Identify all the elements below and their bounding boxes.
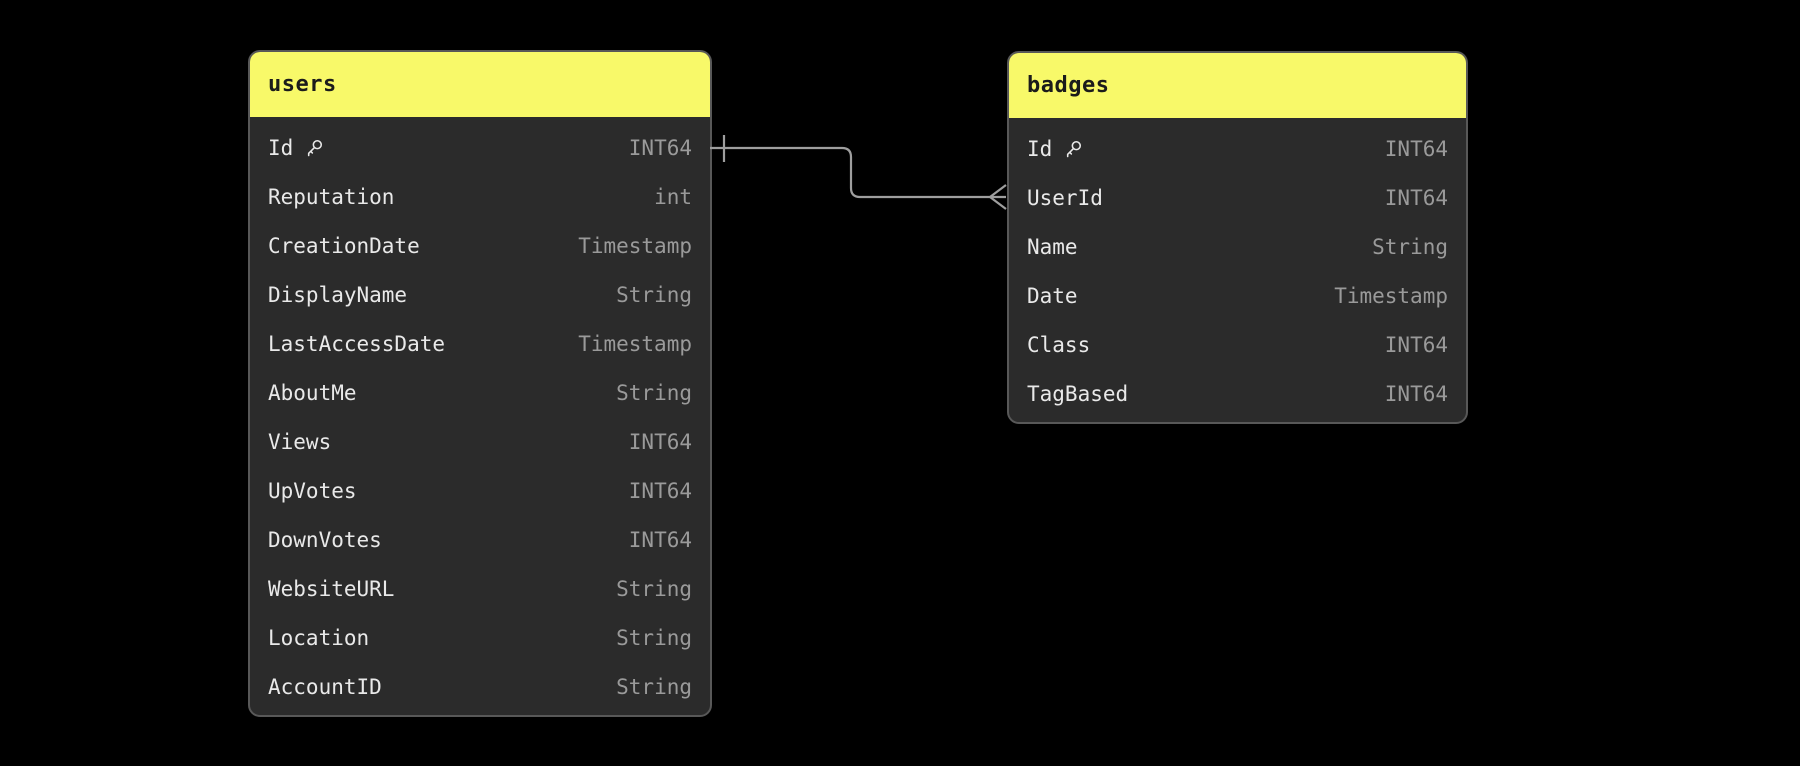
field-type: String xyxy=(616,380,692,405)
field-row-badges-TagBased[interactable]: TagBased INT64 xyxy=(1009,369,1466,418)
field-name: UpVotes xyxy=(268,478,357,503)
field-type: INT64 xyxy=(628,135,692,160)
field-row-users-AccountID[interactable]: AccountID String xyxy=(250,662,710,711)
field-type: INT64 xyxy=(1384,332,1448,357)
field-type: INT64 xyxy=(1384,136,1448,161)
field-type: Timestamp xyxy=(578,233,692,258)
field-name: UserId xyxy=(1027,185,1103,210)
field-type: String xyxy=(616,282,692,307)
field-name: AboutMe xyxy=(268,380,357,405)
table-header-badges[interactable]: badges xyxy=(1009,53,1466,118)
field-row-users-AboutMe[interactable]: AboutMe String xyxy=(250,368,710,417)
field-name: DisplayName xyxy=(268,282,408,307)
field-type: String xyxy=(616,576,692,601)
field-name: Id xyxy=(1027,136,1053,161)
field-name: CreationDate xyxy=(268,233,420,258)
table-body-users: Id INT64 Reputation int CreationDate Tim… xyxy=(250,117,710,715)
table-title-badges: badges xyxy=(1027,73,1110,98)
field-row-badges-Date[interactable]: Date Timestamp xyxy=(1009,271,1466,320)
table-users[interactable]: users Id INT64 Reputation int CreationDa… xyxy=(248,50,712,717)
field-name: Name xyxy=(1027,234,1078,259)
field-type: INT64 xyxy=(1384,381,1448,406)
field-name: WebsiteURL xyxy=(268,576,395,601)
field-row-badges-Id[interactable]: Id INT64 xyxy=(1009,124,1466,173)
table-title-users: users xyxy=(268,72,337,97)
field-name: DownVotes xyxy=(268,527,382,552)
field-row-users-DownVotes[interactable]: DownVotes INT64 xyxy=(250,515,710,564)
many-cardinality-crowfoot xyxy=(989,184,1007,210)
field-type: INT64 xyxy=(1384,185,1448,210)
table-header-users[interactable]: users xyxy=(250,52,710,117)
field-row-badges-Class[interactable]: Class INT64 xyxy=(1009,320,1466,369)
relationship-line xyxy=(710,146,990,199)
table-body-badges: Id INT64 UserId INT64 Name String Date xyxy=(1009,118,1466,422)
field-name: TagBased xyxy=(1027,381,1129,406)
field-name: Class xyxy=(1027,332,1091,357)
table-badges[interactable]: badges Id INT64 UserId INT64 Name String xyxy=(1007,51,1468,424)
field-row-users-Reputation[interactable]: Reputation int xyxy=(250,172,710,221)
field-type: String xyxy=(1372,234,1448,259)
field-type: INT64 xyxy=(628,527,692,552)
field-name: LastAccessDate xyxy=(268,331,446,356)
field-row-users-Views[interactable]: Views INT64 xyxy=(250,417,710,466)
field-name: Date xyxy=(1027,283,1078,308)
field-type: int xyxy=(654,184,692,209)
field-row-users-CreationDate[interactable]: CreationDate Timestamp xyxy=(250,221,710,270)
field-type: INT64 xyxy=(628,478,692,503)
field-type: Timestamp xyxy=(578,331,692,356)
key-icon xyxy=(1062,138,1084,160)
field-row-users-DisplayName[interactable]: DisplayName String xyxy=(250,270,710,319)
field-name: Id xyxy=(268,135,294,160)
field-type: Timestamp xyxy=(1334,283,1448,308)
field-type: String xyxy=(616,674,692,699)
field-name: Reputation xyxy=(268,184,395,209)
field-row-badges-UserId[interactable]: UserId INT64 xyxy=(1009,173,1466,222)
field-row-users-LastAccessDate[interactable]: LastAccessDate Timestamp xyxy=(250,319,710,368)
field-name: Location xyxy=(268,625,370,650)
field-row-users-UpVotes[interactable]: UpVotes INT64 xyxy=(250,466,710,515)
field-type: INT64 xyxy=(628,429,692,454)
key-icon xyxy=(303,137,325,159)
field-row-users-Id[interactable]: Id INT64 xyxy=(250,123,710,172)
field-type: String xyxy=(616,625,692,650)
field-name: Views xyxy=(268,429,332,454)
field-row-users-WebsiteURL[interactable]: WebsiteURL String xyxy=(250,564,710,613)
field-row-badges-Name[interactable]: Name String xyxy=(1009,222,1466,271)
field-row-users-Location[interactable]: Location String xyxy=(250,613,710,662)
field-name: AccountID xyxy=(268,674,382,699)
